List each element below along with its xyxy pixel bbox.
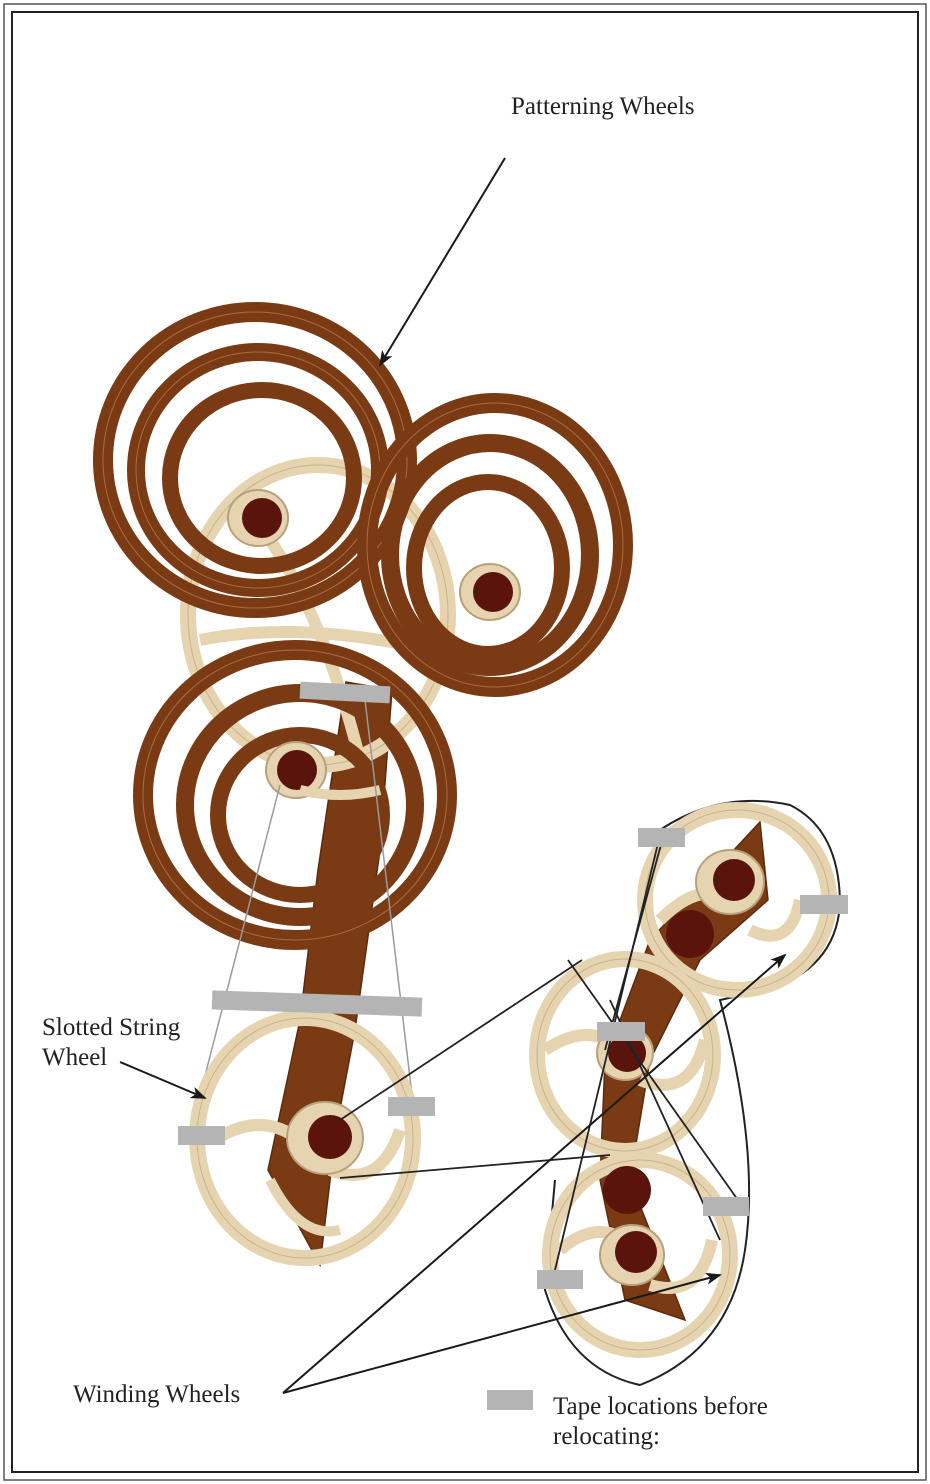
tape-label-line2: relocating: (553, 1422, 768, 1452)
patterning-arrow (380, 158, 505, 365)
winding-arrow-2 (283, 1275, 720, 1393)
outer-belt (545, 801, 840, 1385)
patterning-wheel-right (367, 403, 623, 687)
slotted-string-wheel-label: Slotted String Wheel (42, 1013, 180, 1073)
tape-legend-swatch (487, 1390, 533, 1410)
slotted-label-line1: Slotted String (42, 1013, 180, 1043)
tape-legend-label: Tape locations before relocating: (553, 1392, 768, 1452)
winding-wheels-label: Winding Wheels (73, 1380, 240, 1410)
patterning-wheels-label: Patterning Wheels (511, 92, 695, 122)
connecting-strings (340, 960, 610, 1178)
winding-wheel-bottom (550, 1160, 730, 1350)
tape-label-line1: Tape locations before (553, 1392, 768, 1422)
slotted-label-line2: Wheel (42, 1043, 180, 1073)
